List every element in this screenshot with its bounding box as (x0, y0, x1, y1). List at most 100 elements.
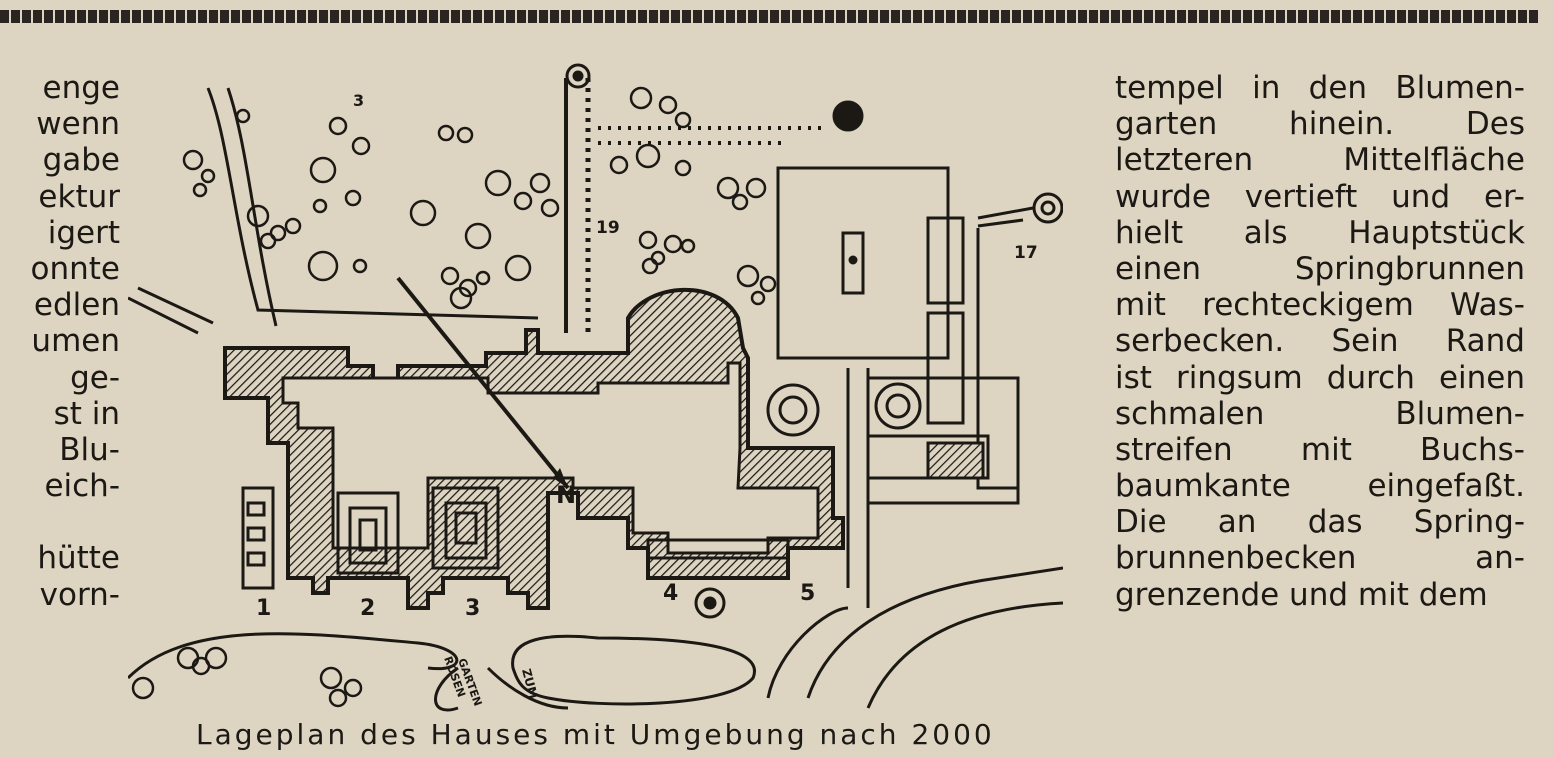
border-block (1397, 10, 1406, 23)
border-block (770, 10, 779, 23)
plan-number: 1 (256, 596, 271, 621)
border-block (1122, 10, 1131, 23)
border-block (44, 10, 53, 23)
border-block (946, 10, 955, 23)
border-block (275, 10, 284, 23)
border-block (396, 10, 405, 23)
border-block (1034, 10, 1043, 23)
border-block (517, 10, 526, 23)
border-block (539, 10, 548, 23)
border-block (1056, 10, 1065, 23)
border-block (979, 10, 988, 23)
border-block (1419, 10, 1428, 23)
border-block (319, 10, 328, 23)
border-block (1254, 10, 1263, 23)
border-block (209, 10, 218, 23)
border-block (143, 10, 152, 23)
border-block (1012, 10, 1021, 23)
border-block (858, 10, 867, 23)
border-block (286, 10, 295, 23)
border-block (0, 10, 9, 23)
border-block (704, 10, 713, 23)
border-block (869, 10, 878, 23)
border-block (231, 10, 240, 23)
border-block (1364, 10, 1373, 23)
text-line: mit rechteckigem Was- (1115, 287, 1525, 324)
border-block (1111, 10, 1120, 23)
border-block (1023, 10, 1032, 23)
border-block (836, 10, 845, 23)
border-block (1430, 10, 1439, 23)
border-block (891, 10, 900, 23)
text-line: hielt als Hauptstück (1115, 214, 1525, 251)
border-block (847, 10, 856, 23)
text-line: edlen (33, 287, 120, 324)
border-block (957, 10, 966, 23)
border-block (55, 10, 64, 23)
border-block (264, 10, 273, 23)
border-block (616, 10, 625, 23)
text-line: eich- (44, 468, 120, 505)
border-block (1078, 10, 1087, 23)
border-block (1221, 10, 1230, 23)
border-block (1199, 10, 1208, 23)
border-block (803, 10, 812, 23)
text-line: grenzende und mit dem (1115, 576, 1488, 613)
text-line: wurde vertieft und er- (1115, 178, 1525, 215)
border-block (451, 10, 460, 23)
text-line: umen (31, 323, 120, 360)
border-block (484, 10, 493, 23)
border-block (1518, 10, 1527, 23)
border-block (429, 10, 438, 23)
border-block (198, 10, 207, 23)
border-block (1067, 10, 1076, 23)
border-block (660, 10, 669, 23)
border-block (572, 10, 581, 23)
text-line: einen Springbrunnen (1115, 250, 1525, 287)
border-block (242, 10, 251, 23)
border-block (418, 10, 427, 23)
border-block (363, 10, 372, 23)
border-block (1507, 10, 1516, 23)
border-block (968, 10, 977, 23)
border-block (1133, 10, 1142, 23)
border-block (1463, 10, 1472, 23)
north-label: N (556, 481, 576, 509)
border-block (1496, 10, 1505, 23)
border-block (99, 10, 108, 23)
border-block (462, 10, 471, 23)
border-block (880, 10, 889, 23)
border-block (1320, 10, 1329, 23)
border-block (341, 10, 350, 23)
plan-number: 3 (353, 91, 364, 110)
border-block (440, 10, 449, 23)
plan-number: 4 (663, 581, 678, 606)
border-block (1155, 10, 1164, 23)
border-block (297, 10, 306, 23)
border-block (748, 10, 757, 23)
border-block (583, 10, 592, 23)
border-block (594, 10, 603, 23)
border-block (1265, 10, 1274, 23)
border-block (726, 10, 735, 23)
border-block (1100, 10, 1109, 23)
border-block (1276, 10, 1285, 23)
border-block (506, 10, 515, 23)
border-block (715, 10, 724, 23)
text-line: ist ringsum durch einen (1115, 359, 1525, 396)
border-block (1485, 10, 1494, 23)
border-block (649, 10, 658, 23)
border-block (781, 10, 790, 23)
border-block (924, 10, 933, 23)
border-block (671, 10, 680, 23)
plan-number: 17 (1014, 243, 1038, 263)
border-block (33, 10, 42, 23)
plan-number: 19 (596, 218, 620, 238)
text-line: igert (47, 214, 120, 251)
border-block (66, 10, 75, 23)
border-block (693, 10, 702, 23)
border-block (110, 10, 119, 23)
right-text-column: tempel in den Blumen- garten hinein. Des… (1115, 70, 1525, 744)
text-line: wenn (36, 106, 120, 143)
border-block (1287, 10, 1296, 23)
